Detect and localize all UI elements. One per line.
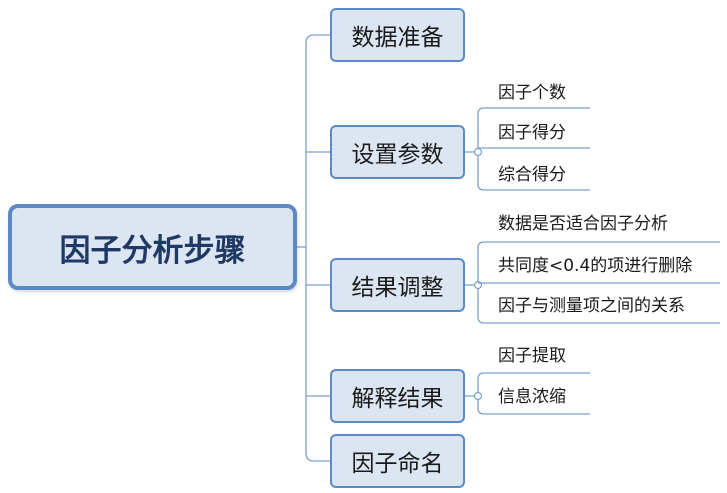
- leaf-label: 因子得分: [498, 123, 566, 143]
- connector-leaf-top: [477, 107, 590, 149]
- connector-trunk: [305, 34, 330, 462]
- connector-leaf-bottom: [477, 399, 590, 415]
- branch-node-factor-naming[interactable]: 因子命名: [330, 434, 465, 488]
- leaf-label: 因子提取: [498, 346, 566, 366]
- leaf-factor-score[interactable]: 因子得分: [486, 118, 566, 148]
- branch-node-interpret-results[interactable]: 解释结果: [330, 369, 465, 423]
- leaf-label: 因子与测量项之间的关系: [498, 296, 685, 316]
- branch-node-label: 设置参数: [351, 142, 444, 168]
- connector-leaf-bottom: [477, 288, 720, 324]
- leaf-label: 共同度<0.4的项进行删除: [498, 256, 693, 276]
- branch-node-label: 数据准备: [351, 25, 444, 51]
- branch-node-data-prep[interactable]: 数据准备: [330, 8, 465, 62]
- connector-leaf-top: [477, 241, 720, 282]
- leaf-factor-item-relation[interactable]: 因子与测量项之间的关系: [486, 291, 685, 321]
- collapse-toggle-icon: [473, 147, 483, 157]
- connector-leaf-top: [477, 372, 590, 393]
- branch-node-set-params[interactable]: 设置参数: [330, 125, 465, 179]
- leaf-data-suitability[interactable]: 数据是否适合因子分析: [486, 209, 668, 239]
- root-node[interactable]: 因子分析步骤: [8, 204, 297, 290]
- branch-node-label: 解释结果: [351, 386, 444, 412]
- leaf-communality-deletion[interactable]: 共同度<0.4的项进行删除: [486, 251, 692, 281]
- leaf-label: 数据是否适合因子分析: [498, 214, 668, 234]
- leaf-factor-count[interactable]: 因子个数: [486, 78, 566, 108]
- leaf-label: 信息浓缩: [498, 387, 566, 407]
- leaf-label: 综合得分: [498, 165, 566, 185]
- leaf-label: 因子个数: [498, 83, 566, 103]
- collapse-toggle-icon: [473, 391, 483, 401]
- branch-node-adjust-results[interactable]: 结果调整: [330, 258, 465, 312]
- leaf-composite-score[interactable]: 综合得分: [486, 160, 566, 190]
- branch-node-label: 结果调整: [351, 275, 444, 301]
- root-node-label: 因子分析步骤: [59, 232, 246, 269]
- connector-leaf-bottom: [477, 155, 590, 191]
- leaf-factor-extraction[interactable]: 因子提取: [486, 341, 566, 371]
- branch-node-label: 因子命名: [351, 451, 444, 477]
- leaf-information-condensation[interactable]: 信息浓缩: [486, 382, 566, 412]
